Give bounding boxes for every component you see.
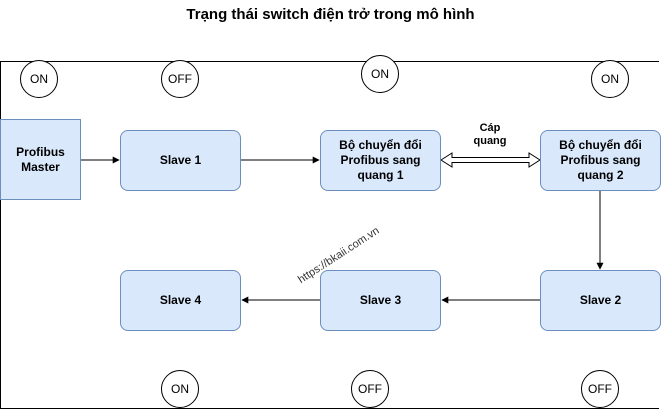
slave4-node: Slave 4 xyxy=(120,270,241,331)
converter1-node: Bộ chuyển đổi Profibus sang quang 1 xyxy=(320,130,441,191)
switch-converter1: ON xyxy=(361,55,399,93)
switch-slave1: OFF xyxy=(161,60,199,98)
converter2-node: Bộ chuyển đổi Profibus sang quang 2 xyxy=(540,130,661,191)
switch-slave4: ON xyxy=(161,370,199,408)
switch-master: ON xyxy=(20,60,58,98)
switch-converter2: ON xyxy=(591,60,629,98)
switch-slave2: OFF xyxy=(581,370,619,408)
profibus-master-node: Profibus Master xyxy=(0,119,81,200)
slave2-node: Slave 2 xyxy=(540,270,661,331)
diagram-frame xyxy=(0,61,659,409)
fiber-double-arrow xyxy=(440,152,541,168)
diagram-title: Trạng thái switch điện trở trong mô hình xyxy=(186,6,475,23)
fiber-link-label: Cáp quang xyxy=(473,122,507,147)
switch-slave3: OFF xyxy=(351,370,389,408)
slave1-node: Slave 1 xyxy=(120,130,241,191)
slave3-node: Slave 3 xyxy=(320,270,441,331)
